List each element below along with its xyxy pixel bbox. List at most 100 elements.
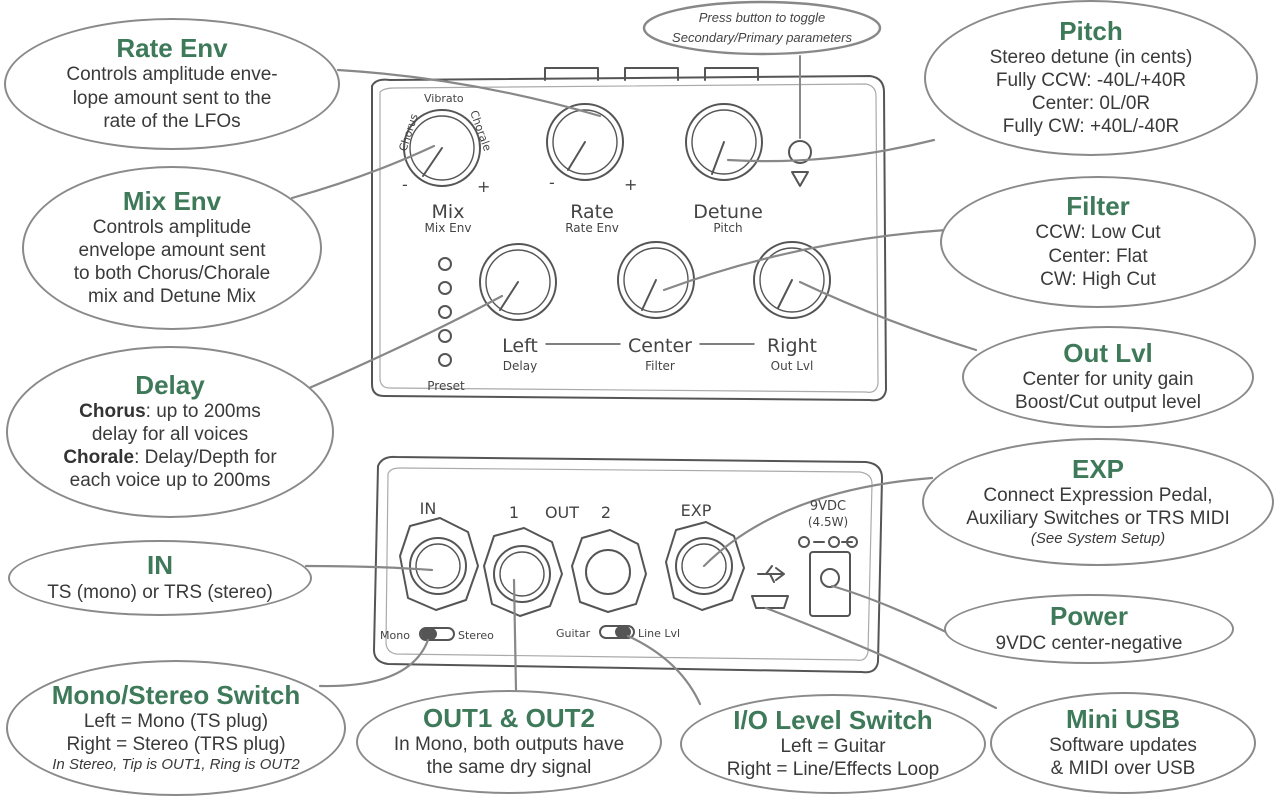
callout-line: each voice up to 200ms (69, 470, 271, 492)
callout-rate-env: Rate Env Controls amplitude enve- lope a… (4, 18, 340, 150)
callout-line: Controls amplitude enve- (66, 64, 278, 86)
power-jack (809, 551, 851, 617)
toggle-note-line1: Press button to toggle (699, 10, 825, 25)
switch-label-line-lvl: Line Lvl (638, 627, 680, 640)
callout-line: the same dry signal (426, 757, 592, 779)
callout-filter: Filter CCW: Low Cut Center: Flat CW: Hig… (940, 176, 1256, 308)
callout-line: Fully CCW: -40L/+40R (995, 69, 1187, 91)
knob-sub-mix-env: Mix Env (425, 221, 472, 235)
leader-exp (702, 476, 934, 568)
toggle-note-ellipse (642, 0, 882, 56)
jack-label-in: IN (420, 499, 437, 518)
switch-label-mono: Mono (380, 629, 410, 642)
preset-led-5 (438, 353, 452, 367)
toggle-button (788, 140, 812, 164)
preset-led-4 (438, 329, 452, 343)
power-polarity-icon (798, 536, 858, 548)
callout-power: Power 9VDC center-negative (944, 594, 1234, 664)
knob-sub-out-lvl: Out Lvl (771, 359, 814, 373)
callout-line: : up to 200ms (145, 400, 261, 422)
jack-label-exp: EXP (681, 501, 712, 520)
knob-mix (403, 109, 481, 187)
knob-label-detune: Detune (693, 201, 763, 223)
knob-sub-rate-env: Rate Env (565, 221, 619, 235)
rate-plus: + (624, 175, 637, 194)
knob-label-left: Left (502, 335, 538, 357)
callout-line: In Mono, both outputs have (393, 733, 625, 755)
top-jack-2 (624, 67, 679, 81)
knob-label-center: Center (628, 335, 692, 357)
top-jack-3 (704, 67, 759, 81)
callout-line: to both Chorus/Chorale (73, 263, 271, 285)
knob-label-rate: Rate (570, 201, 614, 223)
callout-mini-usb: Mini USB Software updates & MIDI over US… (990, 692, 1256, 794)
callout-mono-stereo: Mono/Stereo Switch Left = Mono (TS plug)… (6, 660, 346, 796)
callout-line: 9VDC center-negative (995, 632, 1183, 654)
knob-center (617, 241, 695, 319)
leader-power (830, 584, 948, 634)
callout-line: Right = Line/Effects Loop (726, 759, 940, 781)
preset-label: Preset (427, 379, 465, 393)
knob-label-mix: Mix (432, 201, 465, 223)
callout-exp: EXP Connect Expression Pedal, Auxiliary … (922, 438, 1274, 566)
callout-pitch: Pitch Stereo detune (in cents) Fully CCW… (924, 0, 1258, 156)
jack-label-out2: 2 (601, 503, 611, 522)
mode-label-vibrato: Vibrato (424, 92, 464, 105)
callout-line: & MIDI over USB (1050, 758, 1196, 780)
callout-title: Delay (135, 369, 205, 400)
callout-note: (See System Setup) (1030, 530, 1166, 548)
callout-line: Connect Expression Pedal, (983, 484, 1213, 506)
switch-label-guitar: Guitar (556, 627, 591, 640)
callout-io-level: I/O Level Switch Left = Guitar Right = L… (680, 694, 986, 794)
callout-title: OUT1 & OUT2 (423, 702, 595, 733)
callout-line: Right = Stereo (TRS plug) (66, 734, 286, 755)
knob-sub-pitch: Pitch (713, 221, 742, 235)
leader-out-lvl (798, 280, 978, 352)
bottom-enclosure (373, 455, 883, 674)
callout-bold: Chorale (63, 447, 135, 469)
mono-stereo-switch (419, 627, 455, 641)
callout-title: Mono/Stereo Switch (51, 679, 301, 710)
callout-line: mix and Detune Mix (88, 286, 256, 308)
mix-minus: - (402, 175, 408, 194)
jack-out2 (571, 529, 647, 613)
knob-rate (546, 103, 624, 181)
knob-sub-filter: Filter (645, 359, 675, 373)
rate-minus: - (549, 173, 555, 192)
jack-label-out1: 1 (509, 503, 519, 522)
callout-out1-out2: OUT1 & OUT2 In Mono, both outputs have t… (356, 690, 662, 794)
jack-exp (665, 521, 745, 611)
leader-mono-stereo (318, 638, 430, 688)
preset-led-2 (438, 281, 452, 295)
power-label-voltage: 9VDC (810, 499, 846, 514)
knob-detune (685, 103, 763, 181)
callout-line: Fully CW: +40L/-40R (1002, 116, 1180, 138)
preset-led-1 (438, 257, 452, 271)
leader-out (512, 578, 518, 692)
callout-bold: Chorus (79, 400, 146, 422)
callout-title: Out Lvl (1063, 337, 1153, 368)
jack-in (399, 517, 479, 611)
callout-title: Rate Env (116, 33, 228, 64)
preset-led-3 (438, 305, 452, 319)
knob-left (479, 243, 557, 321)
top-jack-1 (544, 67, 599, 81)
callout-mix-env: Mix Env Controls amplitude envelope amou… (22, 166, 322, 330)
callout-line: rate of the LFOs (103, 110, 241, 132)
knob-right (753, 241, 831, 319)
callout-title: I/O Level Switch (733, 704, 933, 735)
knob-label-right: Right (767, 335, 817, 357)
callout-note: In Stereo, Tip is OUT1, Ring is OUT2 (52, 756, 300, 774)
callout-line: CW: High Cut (1040, 268, 1156, 290)
callout-line: TS (mono) or TRS (stereo) (47, 581, 273, 603)
callout-line: Boost/Cut output level (1015, 392, 1201, 414)
callout-line: delay for all voices (91, 423, 249, 445)
callout-line: Left = Mono (TS plug) (83, 710, 269, 732)
callout-out-lvl: Out Lvl Center for unity gain Boost/Cut … (962, 326, 1254, 428)
callout-line: Stereo detune (in cents) (989, 46, 1193, 68)
callout-delay: Delay Chorus: up to 200ms delay for all … (6, 346, 334, 518)
toggle-note-line2: Secondary/Primary parameters (672, 30, 852, 45)
mini-usb-port (751, 595, 789, 609)
callout-line: Left = Guitar (780, 735, 886, 757)
